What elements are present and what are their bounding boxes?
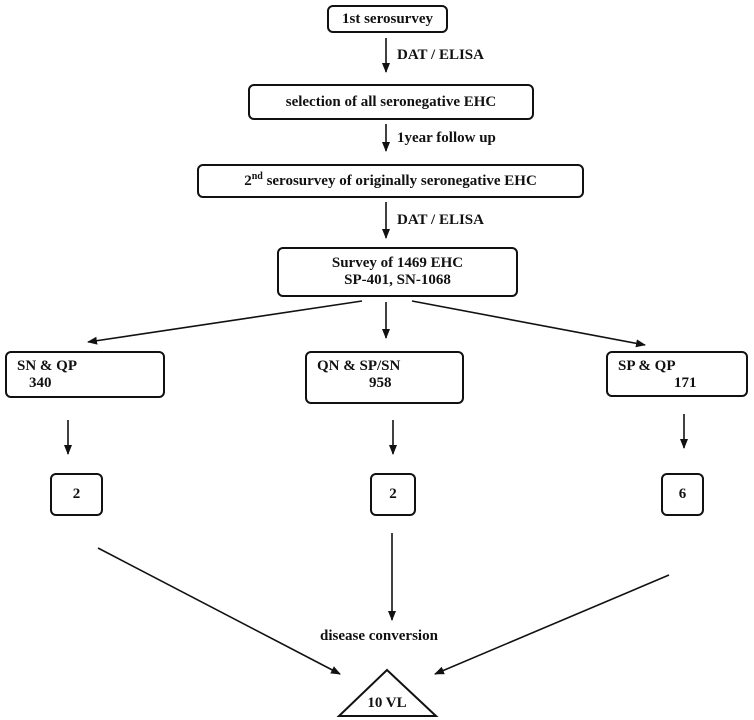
arrow-cases1-to-result <box>97 547 341 675</box>
cases-box-1: 2 <box>50 473 103 516</box>
group-name: SN & QP <box>17 358 77 374</box>
cases-box-2: 2 <box>370 473 416 516</box>
arrow-survey-to-group1 <box>87 300 363 345</box>
selection-label: selection of all seronegative EHC <box>285 93 497 110</box>
group-box-sp-qp: SP & QP 171 <box>606 351 748 397</box>
group-box-sn-qp: SN & QP 340 <box>5 351 165 398</box>
cases-count: 2 <box>389 486 397 502</box>
result-label: 10 VL <box>367 695 406 711</box>
serosurvey2-label: 2nd serosurvey of originally seronegativ… <box>244 170 537 189</box>
group-name: QN & SP/SN <box>317 358 401 374</box>
arrow-label-dat-elisa-2: DAT / ELISA <box>397 212 484 228</box>
group-box-qn-sp-sn: QN & SP/SN 958 <box>305 351 464 404</box>
arrow-survey-to-group3 <box>411 300 646 348</box>
survey-line1: Survey of 1469 EHC <box>331 255 464 271</box>
group-name: SP & QP <box>618 358 676 374</box>
arrow-cases3-to-result <box>434 574 670 675</box>
serosurvey2-box: 2nd serosurvey of originally seronegativ… <box>197 164 584 198</box>
serosurvey1-label: 1st serosurvey <box>342 10 433 27</box>
survey-box: Survey of 1469 EHC SP-401, SN-1068 <box>277 247 518 297</box>
cases-box-3: 6 <box>661 473 704 516</box>
group-count: 340 <box>29 375 52 391</box>
serosurvey1-box: 1st serosurvey <box>327 5 448 33</box>
disease-conversion-label: disease conversion <box>320 628 438 644</box>
selection-box: selection of all seronegative EHC <box>248 84 534 120</box>
arrow-label-dat-elisa-1: DAT / ELISA <box>397 47 484 63</box>
group-count: 958 <box>369 375 392 391</box>
cases-count: 2 <box>72 486 81 502</box>
result-triangle <box>336 668 439 717</box>
arrow-label-follow-up: 1year follow up <box>397 130 496 146</box>
group-count: 171 <box>674 375 697 391</box>
survey-line2: SP-401, SN-1068 <box>344 272 451 288</box>
cases-count: 6 <box>678 486 687 502</box>
